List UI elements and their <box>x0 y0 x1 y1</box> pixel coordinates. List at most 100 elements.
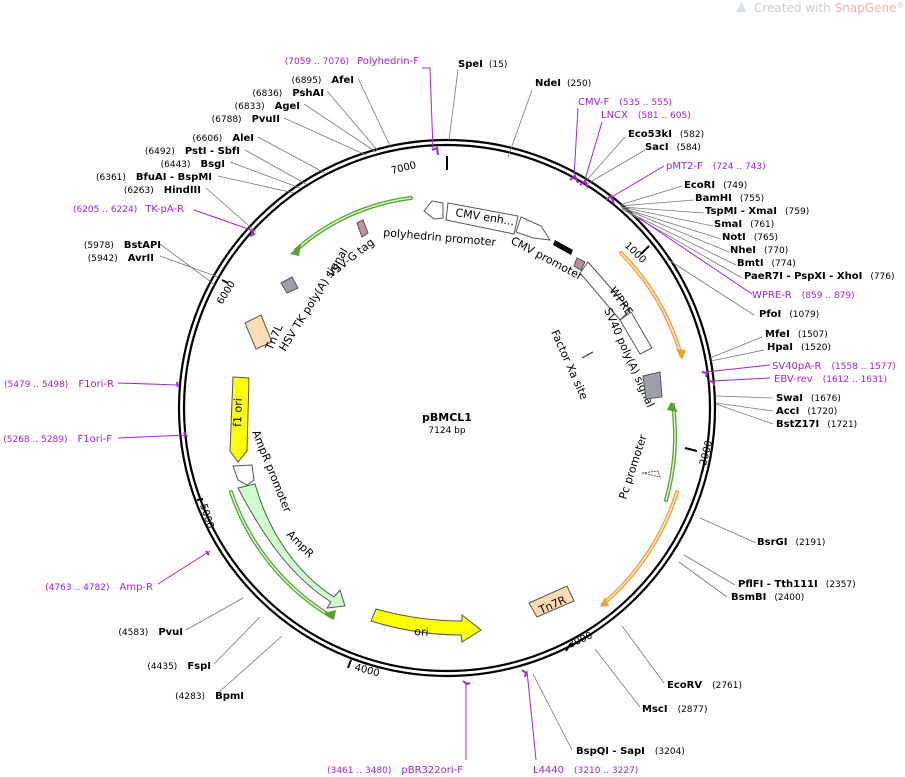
primer-SV40pA-R: SV40pA-R(1558 .. 1577) <box>772 361 896 372</box>
tick-5000: 5000 <box>197 503 215 531</box>
enzyme-BmtI: BmtI(774) <box>737 258 796 269</box>
enzyme-BamHI: BamHI(755) <box>695 193 764 204</box>
orf-arrowhead-vsvg <box>290 244 301 256</box>
enzyme-SacI: SacI(584) <box>645 142 701 153</box>
pink-misc-feature <box>573 257 586 271</box>
primer-Amp-R: (4763 .. 4782)Amp-R <box>45 582 153 593</box>
polyhedrin-promoter-label: polyhedrin promoter <box>383 226 497 249</box>
enzyme-MscI: MscI(2877) <box>642 704 708 715</box>
enzyme-FspI: (4435)FspI <box>147 661 211 672</box>
tick-marks <box>196 156 698 669</box>
ori-label: ori <box>414 625 429 639</box>
plasmid-name: pBMCL1 <box>422 411 472 424</box>
polyhedrin-promoter-feature <box>423 200 444 220</box>
ampr-promoter-feature <box>232 464 255 486</box>
enzyme-BstAPI: (5978)BstAPI <box>84 240 161 251</box>
enzyme-NdeI: NdeI(250) <box>535 78 591 89</box>
primer-EBV-rev: EBV-rev(1612 .. 1631) <box>774 374 887 385</box>
snapgene-logo-icon <box>736 2 746 12</box>
factor-xa-label: Factor Xa site <box>548 328 590 402</box>
orf-arc-orange2-glow <box>602 491 678 605</box>
enzyme-BpmI: (4283)BpmI <box>175 691 244 702</box>
black-misc-feature <box>553 240 573 255</box>
ampr-feature <box>237 483 346 609</box>
enzyme-MfeI: MfeI(1507) <box>765 329 828 340</box>
orf-arc-pc-glow <box>665 404 676 501</box>
pc-promoter-label: Pc promoter <box>616 433 649 501</box>
primer-pBR322ori-F: (3461 .. 3480)pBR322ori-F <box>327 765 463 776</box>
primer-LNCX: LNCX(581 .. 605) <box>601 110 691 121</box>
enzyme-BspQI-SapI: BspQI - SapI(3204) <box>576 746 685 757</box>
orf-arrowheads <box>290 244 686 620</box>
orf-arc-vsvg <box>294 196 413 252</box>
enzyme-Eco53kI: Eco53kI(582) <box>628 129 704 140</box>
enzyme-BstZ17I: BstZ17I(1721) <box>776 419 857 430</box>
enzyme-BsrGI: BsrGI(2191) <box>757 537 825 548</box>
enzyme-SpeI: SpeI(15) <box>458 59 507 70</box>
primer-F1ori-F: (5268 .. 5289)F1ori-F <box>3 434 112 445</box>
enzyme-NotI: NotI(765) <box>722 232 778 243</box>
enzyme-SmaI: SmaI(761) <box>714 219 774 230</box>
tn7r-feature <box>528 585 575 618</box>
enzyme-TspMI-XmaI: TspMI - XmaI(759) <box>705 206 809 217</box>
svg-text:Created with SnapGene®: Created with SnapGene® <box>754 1 904 15</box>
orf-arc-pc <box>664 403 678 502</box>
tick-2000: 2000 <box>698 439 715 466</box>
primer-labels: (7059 .. 7076)Polyhedrin-F CMV-F(535 .. … <box>3 56 896 776</box>
orf-arrowhead-amp <box>324 610 336 620</box>
enzyme-SwaI: SwaI(1676) <box>776 393 841 404</box>
enzyme-PshAI: (6836)PshAI <box>252 88 324 99</box>
cmv-promoter-label: CMV promoter <box>509 234 585 283</box>
backbone-outer <box>177 138 717 678</box>
pc-promoter-feature <box>641 470 661 478</box>
enzyme-PfoI: PfoI(1079) <box>759 309 819 320</box>
enzyme-labels: SpeI(15) NdeI(250) Eco53kI(582) SacI(584… <box>84 59 895 757</box>
hsv-tk-polya-label: HSV TK poly(A) signal <box>277 246 351 354</box>
orf-arrowhead-orange2 <box>600 597 609 607</box>
enzyme-PstI-SbfI: (6492)PstI - SbfI <box>145 146 240 157</box>
enzyme-PvuII: (6788)PvuII <box>212 114 280 125</box>
cmv-promoter-feature <box>515 216 551 241</box>
primer-Polyhedrin-F: (7059 .. 7076)Polyhedrin-F <box>285 56 419 67</box>
vsvg-tag-feature <box>356 219 369 238</box>
primer-marks <box>176 146 715 686</box>
f1-ori-feature <box>229 376 250 463</box>
primer-pMT2-F: pMT2-F(724 .. 743) <box>666 161 766 172</box>
tn7l-feature <box>244 314 273 350</box>
enzyme-PaeR7I-PspXI-XhoI: PaeR7I - PspXI - XhoI(776) <box>744 271 895 282</box>
enzyme-PvuI: (4583)PvuI <box>118 627 183 638</box>
orf-arc-orange1-glow <box>620 252 682 356</box>
enzyme-NheI: NheI(770) <box>730 245 788 256</box>
orf-arrowhead-pc <box>667 402 678 412</box>
enzyme-AleI: (6606)AleI <box>192 133 254 144</box>
orf-arcs <box>229 196 683 619</box>
snapgene-watermark: Created with SnapGene® <box>736 1 904 15</box>
orf-arc-amp-glow <box>230 491 333 618</box>
hsv-tk-polya-feature <box>280 276 299 294</box>
enzyme-leaders <box>159 69 774 751</box>
enzyme-BsgI: (6443)BsgI <box>161 159 225 170</box>
enzyme-AgeI: (6833)AgeI <box>235 101 300 112</box>
primer-L4440: L4440(3210 .. 3227) <box>533 765 638 776</box>
orf-arrowhead-orange1 <box>676 349 686 360</box>
enzyme-HpaI: HpaI(1520) <box>767 342 831 353</box>
backbone-inner <box>182 143 712 673</box>
enzyme-HindIII: (6263)HindIII <box>124 185 201 196</box>
tick-7000: 7000 <box>390 160 417 177</box>
plasmid-length: 7124 bp <box>428 426 465 436</box>
enzyme-PflFI-Tth111I: PflFI - Tth111I(2357) <box>738 579 856 590</box>
f1-ori-label: f1 ori <box>231 398 245 427</box>
orf-arc-vsvg-glow <box>295 197 412 251</box>
tick-6000: 6000 <box>215 279 238 306</box>
enzyme-EcoRI: EcoRI(749) <box>684 180 747 191</box>
primer-TK-pA-R: (6205 .. 6224)TK-pA-R <box>73 204 184 215</box>
primer-CMV-F: CMV-F(535 .. 555) <box>578 97 672 108</box>
sv40-polya-feature <box>619 311 653 355</box>
primer-WPRE-R: WPRE-R(859 .. 879) <box>752 290 855 301</box>
tick-4000: 4000 <box>353 662 380 679</box>
watermark-prefix: Created with <box>754 1 835 15</box>
ori-feature <box>370 608 482 643</box>
enzyme-EcoRV: EcoRV(2761) <box>667 680 742 691</box>
factor-xa-mark <box>581 351 594 359</box>
